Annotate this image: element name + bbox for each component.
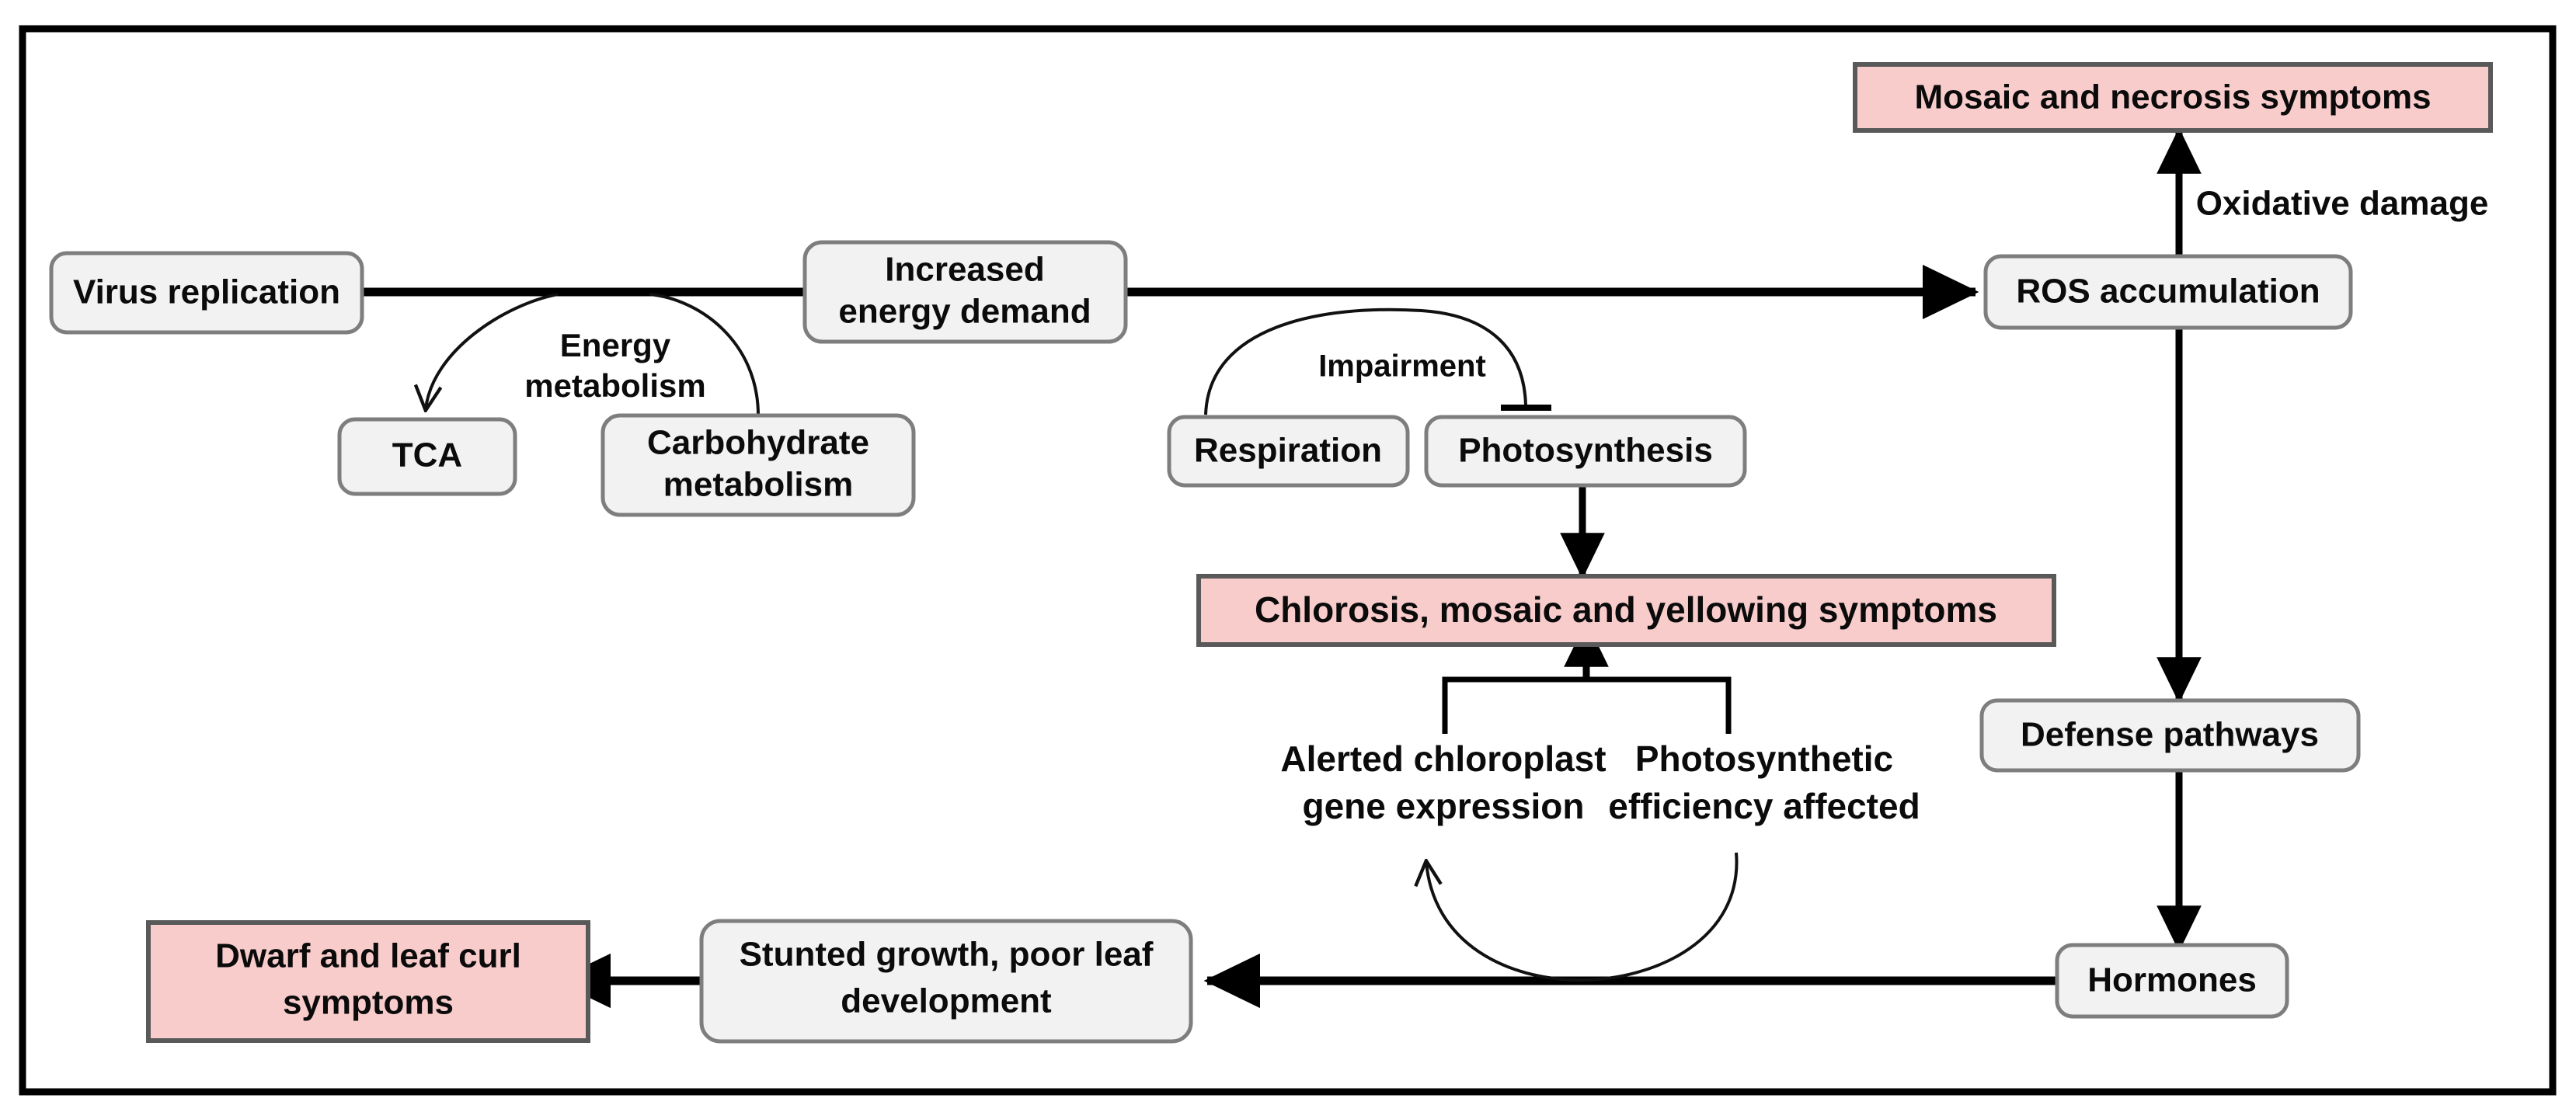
edge-label-oxidative-damage-text: Oxidative damage [2196,185,2489,223]
node-virus-replication-box [49,251,364,335]
node-mosaic-necrosis-symptoms[interactable]: Mosaic and necrosis symptoms [1853,62,2493,133]
edge-label-impairment-text: Impairment [1318,349,1486,384]
node-hormones[interactable]: Hormones [2055,943,2289,1019]
node-hormones-label: Hormones [2087,961,2257,999]
node-stunted-growth[interactable]: Stunted growth, poor leaf development [699,919,1193,1044]
node-mosaic-necrosis-symptoms-box [1853,62,2493,133]
edge-carbohydrate-to-line [649,293,760,416]
label-alerted-chloroplast-gene-expression: Alerted chloroplast gene expression [1280,738,1606,826]
node-ros-accumulation[interactable]: ROS accumulation [1983,254,2353,330]
node-defense-pathways-label: Defense pathways [2021,716,2319,754]
node-photosynthesis[interactable]: Photosynthesis [1424,415,1747,488]
label-photosynthetic-efficiency-line2: efficiency affected [1608,786,1920,826]
node-respiration[interactable]: Respiration [1167,415,1410,488]
label-photosynthetic-efficiency-line1: Photosynthetic [1635,738,1893,779]
node-increased-energy-demand[interactable]: Increased energy demand [802,240,1128,344]
node-photosynthesis-label: Photosynthesis [1458,432,1713,470]
label-alerted-chloroplast-line1: Alerted chloroplast [1280,738,1606,779]
edge-label-energy-metabolism-line1: Energy [560,327,671,363]
node-carbohydrate-metabolism[interactable]: Carbohydrate metabolism [600,413,916,517]
node-carbohydrate-metabolism-box [600,413,916,517]
node-carbohydrate-metabolism-label-line2: metabolism [663,466,854,504]
node-carbohydrate-metabolism-label-line1: Carbohydrate [647,424,869,462]
edge-respiration-impairs-photosynthesis [1204,308,1527,415]
node-ros-accumulation-box [1983,254,2353,330]
node-tca-label: TCA [392,436,462,474]
node-defense-pathways[interactable]: Defense pathways [1979,698,2361,773]
node-virus-replication[interactable]: Virus replication [49,251,364,335]
node-chlorosis-symptoms-box [1196,574,2056,647]
label-photosynthetic-efficiency-affected: Photosynthetic efficiency affected [1608,738,1920,826]
node-stunted-growth-label-line1: Stunted growth, poor leaf [740,936,1154,974]
node-dwarf-leafcurl-symptoms-label-line1: Dwarf and leaf curl [215,937,521,975]
node-defense-pathways-box [1979,698,2361,773]
edge-label-oxidative-damage: Oxidative damage [2196,185,2489,223]
node-dwarf-leafcurl-symptoms[interactable]: Dwarf and leaf curl symptoms [146,920,590,1043]
node-respiration-label: Respiration [1194,432,1382,470]
node-dwarf-leafcurl-symptoms-box [146,920,590,1043]
node-ros-accumulation-label: ROS accumulation [2016,273,2320,311]
node-increased-energy-demand-label-line2: energy demand [838,293,1091,331]
node-tca-box [337,417,517,496]
label-alerted-chloroplast-line2: gene expression [1302,786,1584,826]
node-hormones-box [2055,943,2289,1019]
node-chlorosis-symptoms[interactable]: Chlorosis, mosaic and yellowing symptoms [1196,574,2056,647]
node-chlorosis-symptoms-label: Chlorosis, mosaic and yellowing symptoms [1255,589,1997,630]
node-stunted-growth-label-line2: development [841,982,1052,1020]
node-respiration-box [1167,415,1410,488]
node-mosaic-necrosis-symptoms-label: Mosaic and necrosis symptoms [1914,78,2431,116]
node-stunted-growth-box [699,919,1193,1044]
node-photosynthesis-box [1424,415,1747,488]
edge-line-to-tca [426,293,559,409]
edge-label-energy-metabolism: Energy metabolism [524,327,705,404]
edge-label-energy-metabolism-line2: metabolism [524,367,705,404]
node-dwarf-leafcurl-symptoms-label-line2: symptoms [283,984,454,1022]
edge-bottomline-to-alerted-chloroplast [1426,852,1739,982]
node-virus-replication-label: Virus replication [73,273,340,311]
node-increased-energy-demand-label-line1: Increased [885,251,1044,289]
edge-label-impairment: Impairment [1318,349,1486,384]
figure-frame [19,25,2557,1096]
node-increased-energy-demand-box [802,240,1128,344]
node-tca[interactable]: TCA [337,417,517,496]
